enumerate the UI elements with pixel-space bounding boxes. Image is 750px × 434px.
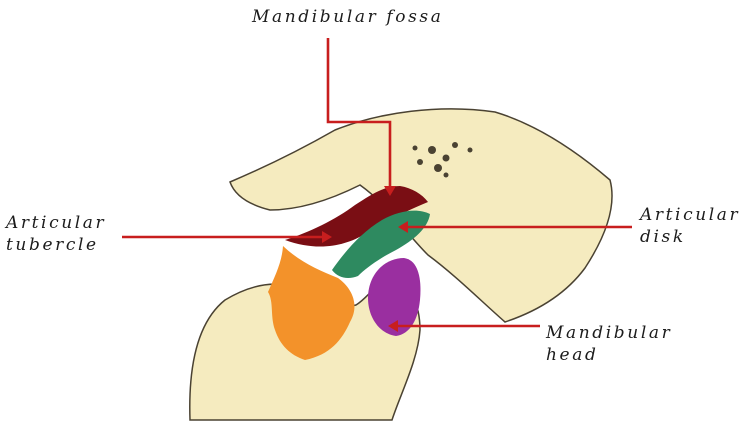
label-articular-tubercle-line1: Articular [6, 213, 107, 233]
pointer-arrowheads [322, 186, 408, 332]
pointer-mandibular-fossa [326, 38, 392, 190]
label-articular-disk-line2: disk [640, 227, 686, 247]
pointer-lines [122, 38, 632, 328]
label-articular-disk: Articular disk [640, 204, 740, 248]
label-mandibular-head: Mandibular head [546, 322, 672, 366]
label-articular-tubercle: Articular tubercle [6, 212, 106, 256]
label-articular-tubercle-line2: tubercle [6, 235, 99, 255]
condylar-process [268, 246, 355, 360]
label-mandibular-fossa-text: Mandibular fossa [252, 7, 444, 27]
sinus-dots [412, 142, 473, 178]
articular-tubercle [285, 186, 428, 247]
label-articular-disk-line1: Articular [640, 205, 741, 225]
label-mandibular-head-line1: Mandibular [546, 323, 673, 343]
mandibular-head [368, 258, 421, 336]
label-mandibular-head-line2: head [546, 345, 599, 365]
label-mandibular-fossa: Mandibular fossa [252, 6, 443, 28]
